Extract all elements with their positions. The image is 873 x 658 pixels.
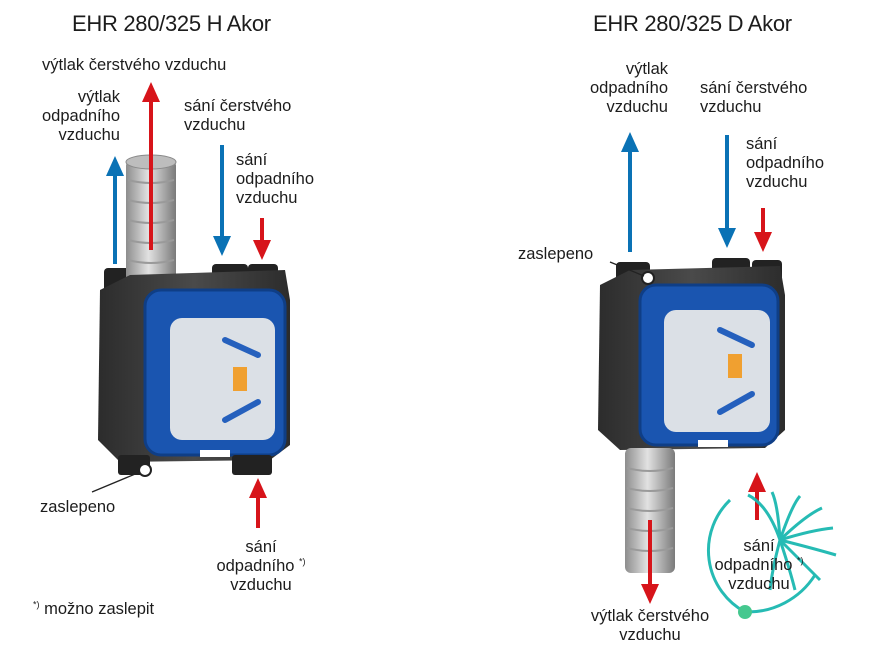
left-fresh-in-label: sání čerstvého vzduchu bbox=[184, 97, 292, 134]
left-status-indicator bbox=[233, 367, 247, 391]
right-flex-duct bbox=[625, 448, 675, 573]
left-blanking-cap bbox=[138, 463, 152, 477]
right-blanked-label: zaslepeno bbox=[518, 245, 594, 263]
watermark-logo bbox=[706, 491, 837, 619]
left-panel-face bbox=[170, 318, 275, 440]
left-fresh-out-label: výtlak čerstvého vzduchu bbox=[42, 56, 227, 74]
right-waste-out-label: výtlak odpadního vzduchu bbox=[590, 60, 668, 116]
right-fresh-in-label: sání čerstvého vzduchu bbox=[700, 79, 808, 116]
right-waste-in-top-label: sání odpadního vzduchu bbox=[746, 135, 824, 191]
right-unit bbox=[598, 258, 785, 573]
left-waste-out-label: výtlak odpadního vzduchu bbox=[42, 88, 120, 144]
left-footnote-marker: *) bbox=[299, 556, 306, 567]
right-blanked-leader bbox=[609, 261, 645, 277]
left-waste-in-bottom-label: sání odpadního *) vzduchu bbox=[216, 538, 306, 594]
footnote: *) možno zaslepit bbox=[33, 599, 155, 618]
left-blanked-label: zaslepeno bbox=[40, 498, 116, 516]
right-fresh-out-label: výtlak čerstvého vzduchu bbox=[590, 607, 710, 644]
left-blanked-leader bbox=[91, 471, 141, 493]
right-waste-in-bottom-label: sání odpadního *) vzduchu bbox=[714, 537, 804, 593]
right-diagram-title: EHR 280/325 D Akor bbox=[593, 11, 792, 36]
left-waste-in-top-label: sání odpadního vzduchu bbox=[236, 151, 314, 207]
right-footnote-marker: *) bbox=[797, 555, 804, 566]
right-blanking-cap bbox=[641, 271, 655, 285]
left-diagram-title: EHR 280/325 H Akor bbox=[72, 11, 271, 36]
